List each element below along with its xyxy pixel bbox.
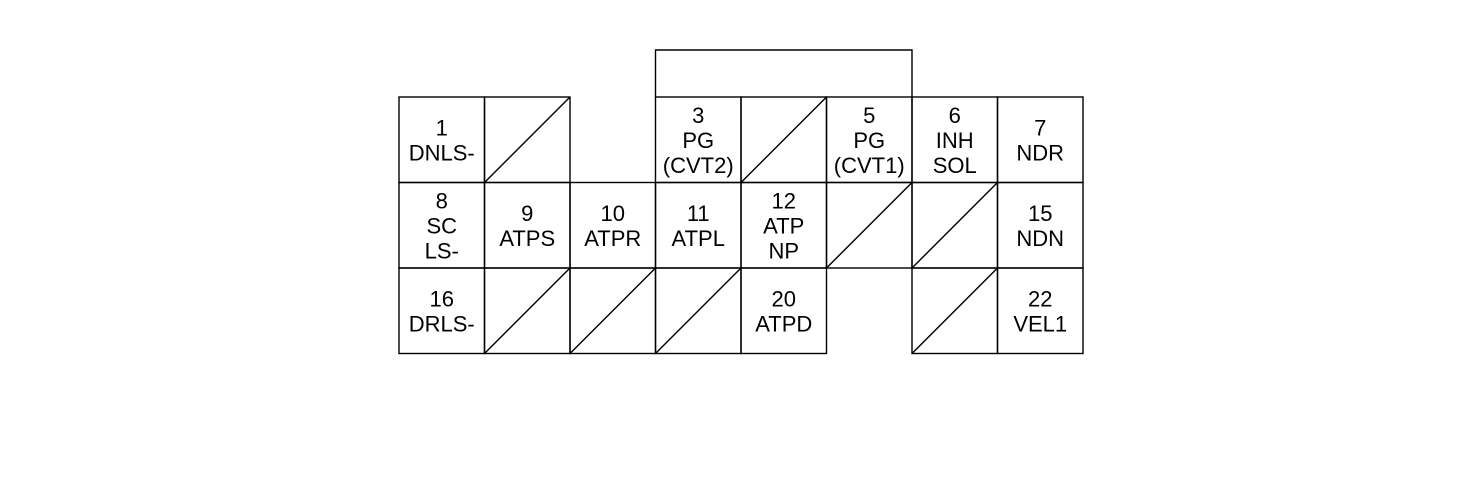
- pin-signal-label: ATP: [763, 213, 804, 238]
- pin-signal-label: VEL1: [1013, 311, 1067, 336]
- pin-signal-label: NP: [768, 238, 799, 263]
- pin-signal-label: ATPD: [755, 311, 812, 336]
- pin-number: 1: [436, 115, 448, 140]
- pin-signal-label: ATPS: [499, 226, 555, 251]
- pin-signal-label: (CVT2): [663, 153, 734, 178]
- pin-number: 6: [949, 103, 961, 128]
- unused-pin-cell: [911, 181, 999, 269]
- unused-pin-cell: [911, 267, 999, 355]
- pin-signal-label: ATPL: [672, 226, 725, 251]
- unused-pin-slash: [484, 96, 571, 183]
- pin-number: 11: [687, 201, 710, 226]
- unused-pin-cell: [740, 96, 828, 184]
- unused-pin-slash: [826, 182, 913, 269]
- pin-signal-label: ATPR: [584, 226, 641, 251]
- pin-number: 5: [863, 103, 875, 128]
- pin-signal-label: DRLS-: [409, 311, 475, 336]
- pin-signal-label: PG: [853, 128, 885, 153]
- pin-signal-label: LS-: [425, 238, 459, 263]
- pin-signal-label: SOL: [933, 153, 977, 178]
- pin-number: 12: [772, 188, 796, 213]
- unused-pin-cell: [825, 181, 913, 269]
- pin-signal-label: SC: [426, 213, 457, 238]
- pin-cell-3: 3PG(CVT2): [654, 96, 742, 184]
- unused-pin-slash: [911, 267, 998, 354]
- pin-number: 22: [1028, 286, 1052, 311]
- unused-pin-cell: [483, 96, 571, 184]
- unused-pin-cell: [569, 267, 657, 355]
- pin-signal-label: DNLS-: [409, 140, 475, 165]
- unused-pin-slash: [740, 96, 827, 183]
- pin-number: 3: [692, 103, 704, 128]
- pin-number: 9: [521, 201, 533, 226]
- pin-signal-label: NDN: [1016, 226, 1064, 251]
- pin-signal-label: INH: [936, 128, 974, 153]
- unused-pin-cell: [483, 267, 571, 355]
- pin-signal-label: (CVT1): [834, 153, 905, 178]
- unused-pin-slash: [484, 267, 571, 354]
- unused-pin-cell: [654, 267, 742, 355]
- unused-pin-slash: [655, 267, 742, 354]
- pin-number: 8: [436, 188, 448, 213]
- unused-pin-slash: [569, 267, 656, 354]
- pin-signal-label: NDR: [1016, 140, 1064, 165]
- pin-number: 7: [1034, 115, 1046, 140]
- pin-number: 10: [601, 201, 625, 226]
- pin-number: 16: [430, 286, 454, 311]
- pin-number: 20: [772, 286, 796, 311]
- pin-number: 15: [1028, 201, 1052, 226]
- pin-signal-label: PG: [682, 128, 714, 153]
- pin-cell-5: 5PG(CVT1): [825, 96, 913, 184]
- shield-bracket: [654, 49, 913, 97]
- unused-pin-slash: [911, 182, 998, 269]
